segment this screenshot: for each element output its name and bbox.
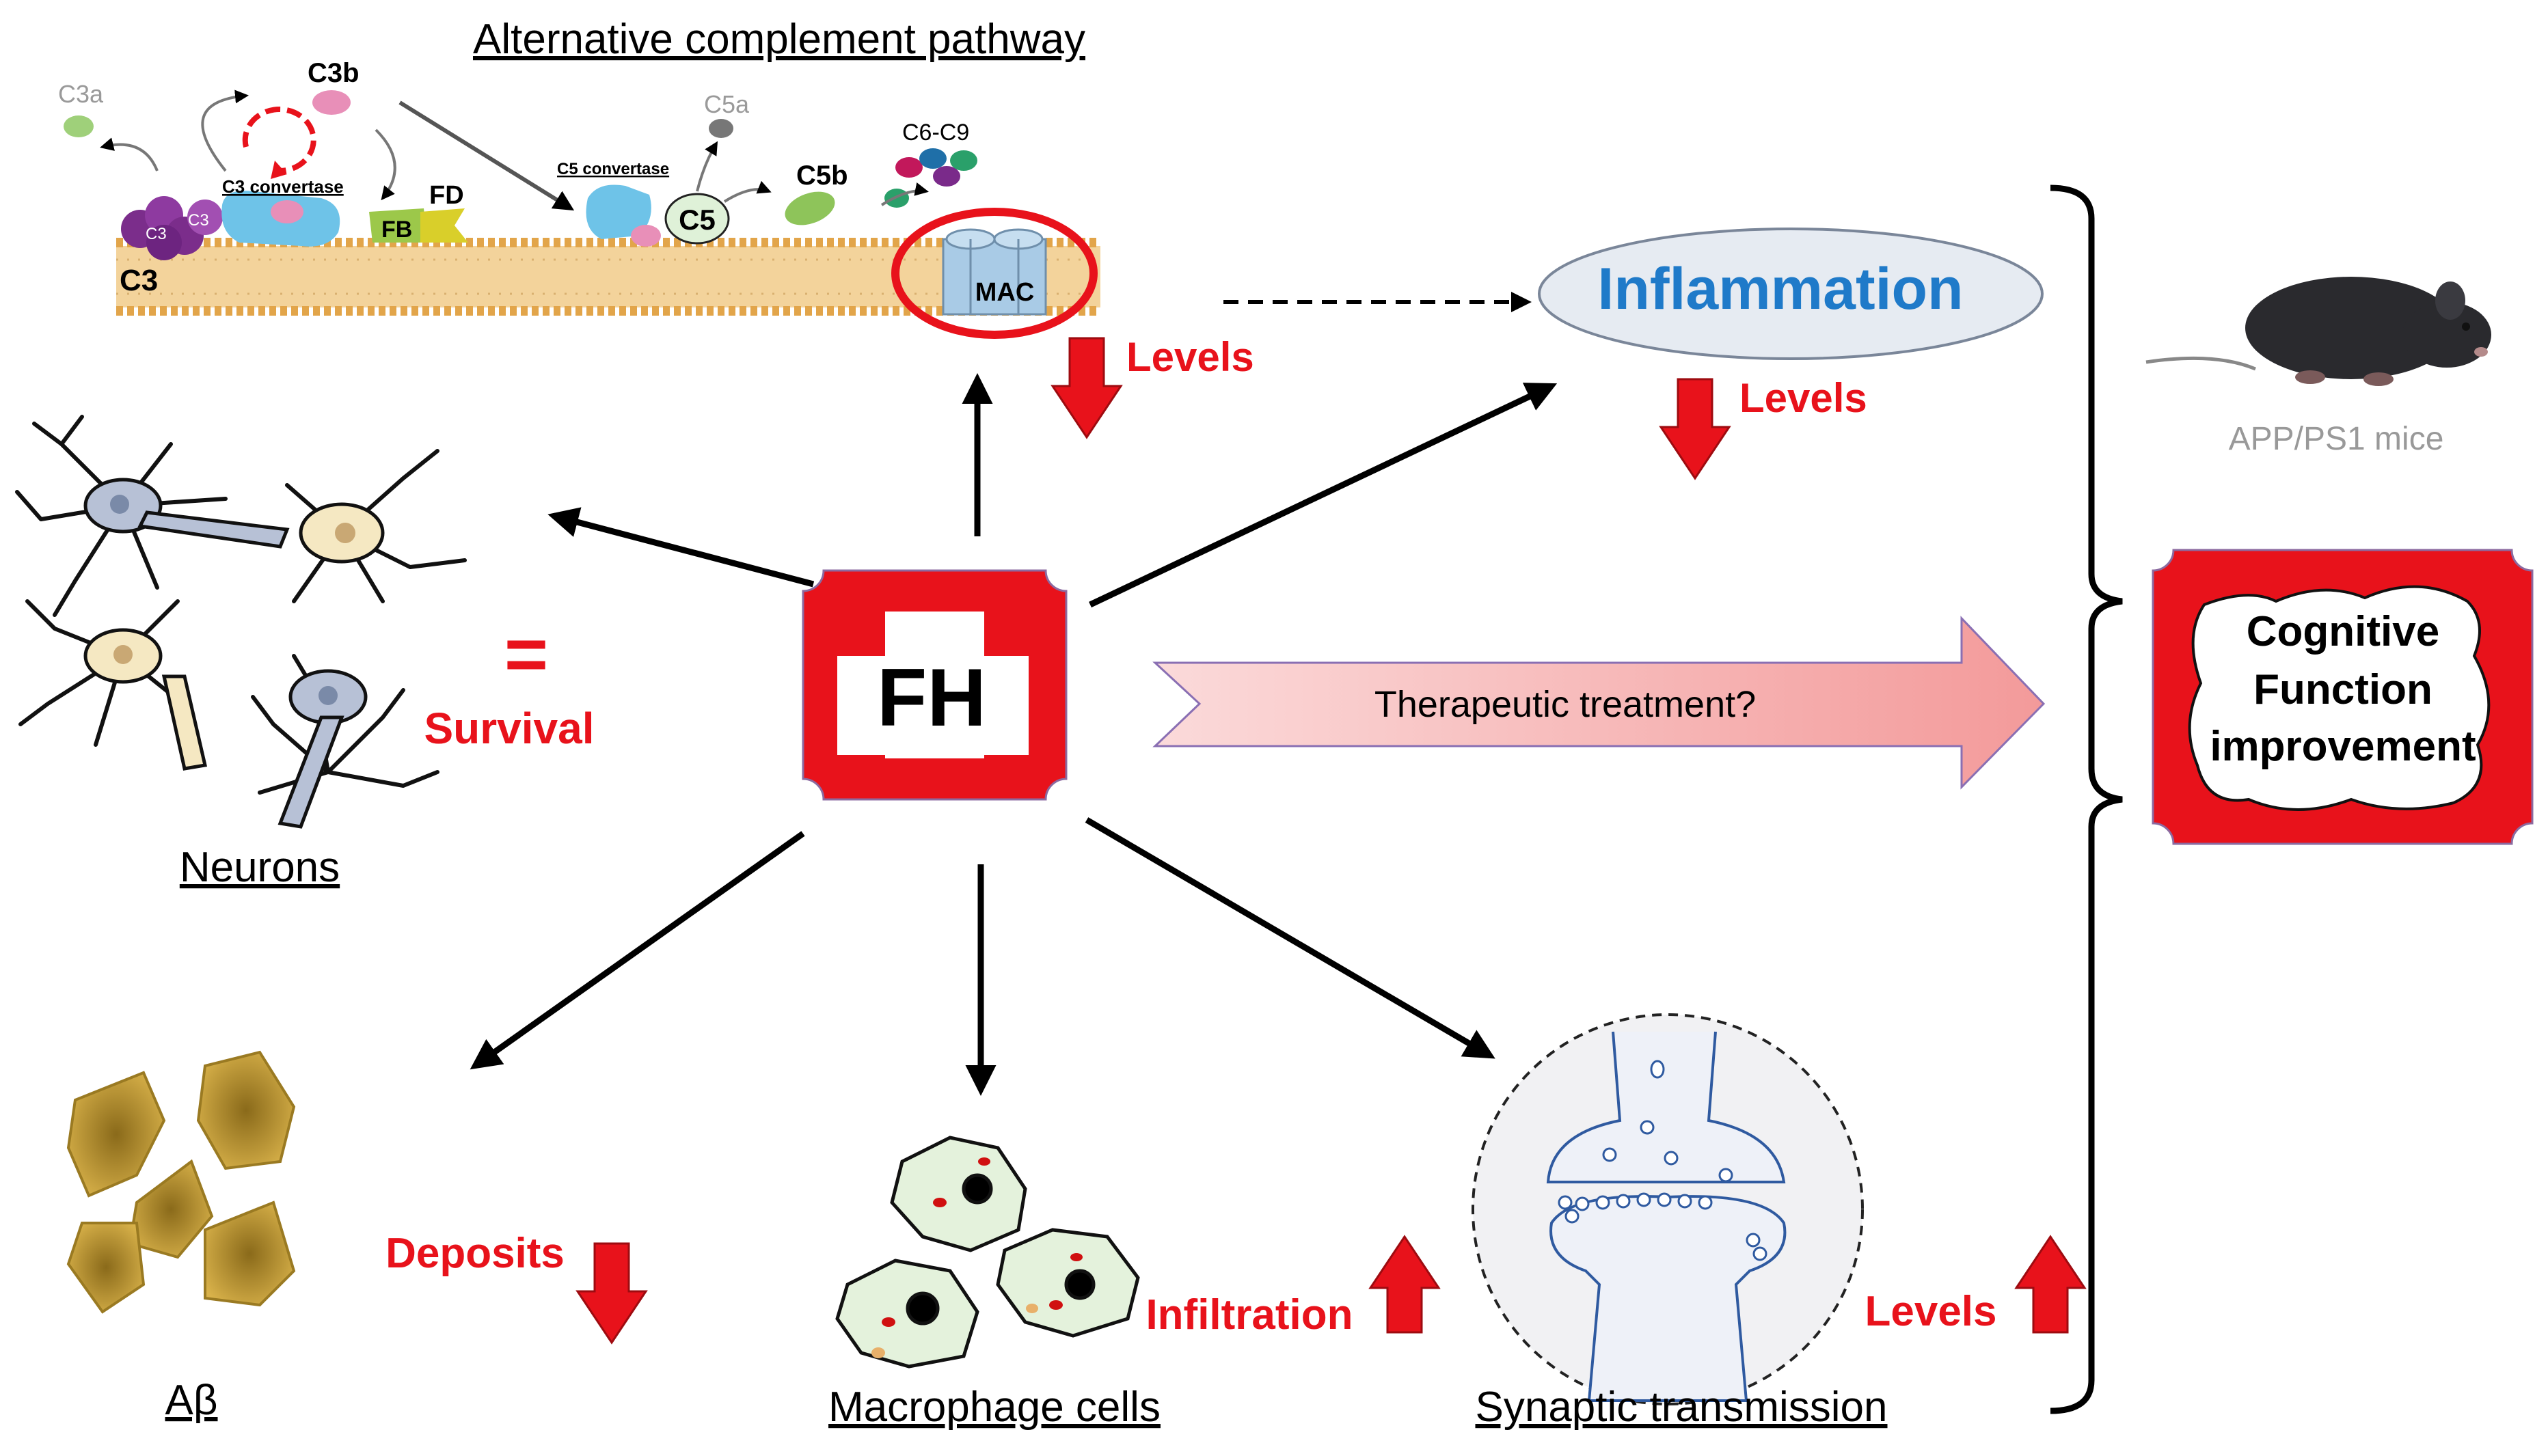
inflammation-label: Inflammation [1597, 256, 1963, 322]
arrow-fh-to-neurons [547, 507, 815, 588]
inflammation-levels-label: Levels [1739, 375, 1867, 421]
fh-label: FH [877, 652, 986, 743]
c3a-label: C3a [58, 80, 104, 108]
svg-text:C3: C3 [146, 225, 167, 243]
synaptic-up-arrow-icon [2014, 1235, 2087, 1334]
outcome-bracket [2050, 184, 2123, 1414]
macrophage-infiltration-label: Infiltration [1146, 1291, 1353, 1338]
outcome-line-2: Function [2253, 666, 2432, 713]
fh-central-node: FH [802, 569, 1068, 801]
synaptic-label: Synaptic transmission [1475, 1384, 1887, 1431]
arrow-fh-to-synapse [1085, 817, 1495, 1059]
svg-text:FD: FD [429, 181, 464, 210]
inflammation-down-arrow-icon [1659, 378, 1731, 480]
therapeutic-arrow [1152, 616, 2046, 790]
svg-text:C3: C3 [188, 211, 209, 230]
mac-levels-label: Levels [1126, 334, 1254, 380]
svg-text:C5: C5 [679, 204, 716, 236]
inflammation-ellipse [1538, 228, 2044, 360]
therapeutic-label: Therapeutic treatment? [1374, 684, 1756, 725]
fh-arrows [470, 373, 1558, 1096]
c3a-molecule [64, 115, 94, 137]
mac-levels-down-arrow-icon [1051, 337, 1123, 439]
neurons-illustration [15, 415, 467, 795]
c3-convertase-label: C3 convertase [222, 176, 344, 197]
abeta-down-arrow-icon [575, 1242, 648, 1345]
outcome-line-3: improvement [2210, 723, 2476, 770]
c5b-molecule [785, 191, 835, 225]
arrow-fh-to-abeta [470, 831, 805, 1070]
mac-complex: MAC [942, 228, 1047, 316]
c5a-molecule [709, 119, 733, 138]
c3-cluster: C3 C3 [121, 196, 223, 260]
macrophage-cells-illustration [835, 1136, 1140, 1369]
cognitive-outcome-box: Cognitive Function improvement [2152, 549, 2534, 845]
c3b-label: C3b [308, 58, 360, 88]
pathway-title: Alternative complement pathway [473, 16, 1085, 63]
mice-label: APP/PS1 mice [2229, 421, 2444, 457]
arrow-fh-to-inflammation [1089, 383, 1558, 608]
mac-label: MAC [975, 278, 1035, 307]
synapse-illustration [1472, 1013, 1864, 1405]
c6c9-label: C6-C9 [902, 120, 969, 146]
c6c9-molecules [884, 148, 977, 208]
svg-text:FB: FB [381, 217, 412, 243]
neurons-survival-label: Survival [424, 704, 594, 753]
c5-molecule [664, 193, 730, 245]
complement-pathway-panel: Alternative complement pathway C3 C3 C3 … [58, 16, 1254, 439]
outcome-line-1: Cognitive [2247, 608, 2439, 655]
mouse-icon [2145, 277, 2491, 386]
synaptic-levels-label: Levels [1865, 1288, 1996, 1335]
abeta-label: Aβ [165, 1377, 217, 1424]
abeta-deposits-illustration [66, 1050, 296, 1314]
c5-convertase-label: C5 convertase [557, 160, 669, 178]
neurons-equals-sign: = [504, 612, 548, 696]
neurons-label: Neurons [180, 844, 340, 891]
c5b-label: C5b [796, 161, 848, 191]
c3b-molecule [312, 90, 351, 115]
macrophage-up-arrow-icon [1368, 1235, 1441, 1334]
abeta-deposits-label: Deposits [385, 1230, 565, 1277]
fb-molecule [369, 208, 427, 243]
fd-molecule [420, 208, 468, 243]
c5-convertase-complex [586, 184, 651, 239]
c5a-label: C5a [704, 90, 750, 118]
mac-highlight-circle [891, 208, 1098, 339]
amplification-loop-icon [242, 107, 316, 179]
neuron-cell-bodies [83, 478, 385, 829]
macrophage-label: Macrophage cells [828, 1384, 1161, 1431]
c3-label: C3 [120, 264, 158, 297]
